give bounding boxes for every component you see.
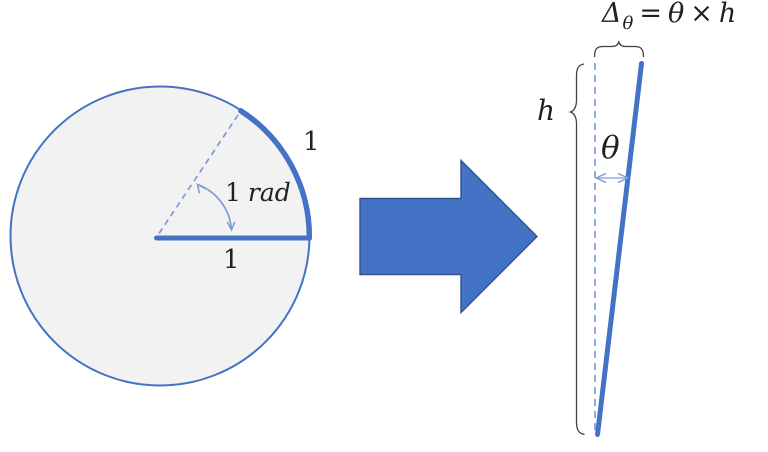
theta-arrowhead-left xyxy=(594,172,607,184)
angle-value: 1 xyxy=(225,178,241,207)
formula-times: × xyxy=(690,0,713,29)
radius-label: 1 xyxy=(223,245,240,275)
theta-arrowhead-right xyxy=(617,172,630,184)
slanted-height-line xyxy=(595,61,644,437)
right-block-arrow xyxy=(359,158,538,315)
theta-label: θ xyxy=(601,130,620,166)
radius-dashed-line xyxy=(158,111,241,234)
angle-arc-arrowhead-top xyxy=(196,183,206,194)
formula-delta-subscript: θ xyxy=(622,13,634,34)
formula-theta: θ xyxy=(667,0,685,29)
angle-arc-arrowhead-bottom xyxy=(226,221,236,232)
height-label: h xyxy=(537,94,556,127)
formula-delta: Δ xyxy=(602,0,622,29)
top-brace xyxy=(593,40,645,58)
angle-unit: rad xyxy=(247,178,291,207)
formula-height: h xyxy=(718,0,737,29)
formula-equals: = xyxy=(639,0,662,29)
arc-length-segment xyxy=(238,108,313,241)
arc-length-label: 1 xyxy=(303,127,320,157)
height-brace xyxy=(568,63,585,436)
